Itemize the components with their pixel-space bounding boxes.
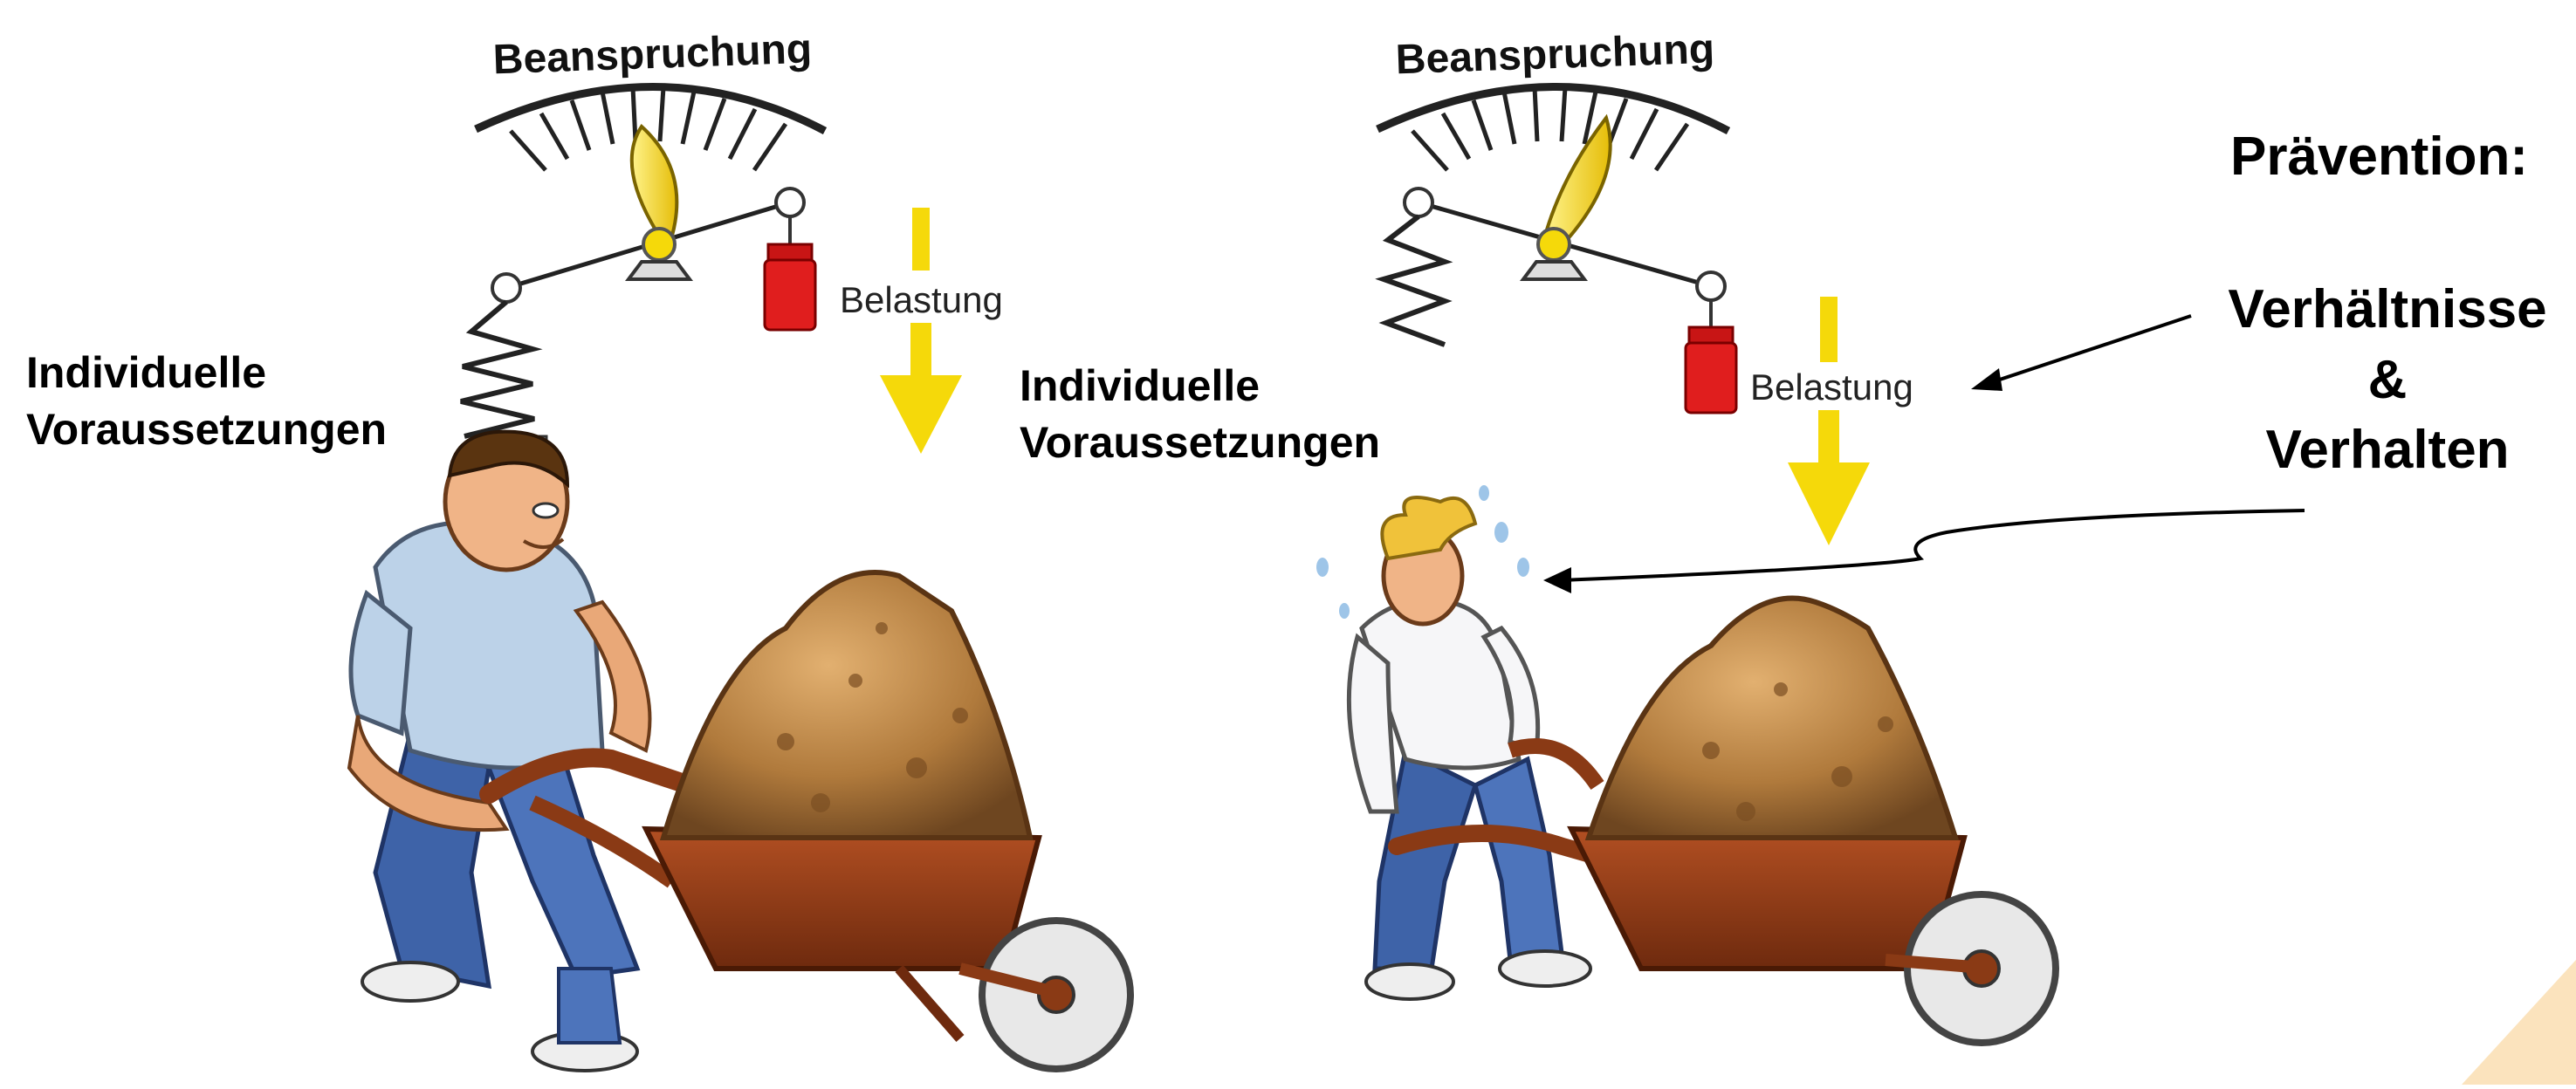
gauge-arc	[476, 86, 825, 131]
arrow-dash	[912, 208, 930, 271]
load-label-right: Belastung	[1750, 366, 1913, 408]
arrow-to-load	[1982, 316, 2191, 386]
person-label-left-line2: Voraussetzungen	[26, 401, 387, 458]
person-label-left-line1: Individuelle	[26, 345, 387, 401]
spring-icon	[1384, 216, 1445, 345]
gauge-right: Beanspruchung Belastung	[1377, 26, 1913, 545]
pivot-base	[629, 262, 690, 279]
soil-pile	[1589, 599, 1955, 838]
gauge-title-right: Beanspruchung	[1395, 26, 1715, 84]
prevention-line1: Verhältnisse	[2204, 275, 2571, 346]
weight-icon	[765, 260, 815, 330]
load-arrow-icon	[880, 375, 962, 454]
beam-end-right	[776, 188, 804, 216]
hair	[1382, 497, 1475, 558]
person-label-right-line1: Individuelle	[1020, 358, 1380, 414]
load-label-left: Belastung	[840, 279, 1003, 320]
gauge-left: Beanspruchung Belastung	[461, 26, 1003, 454]
weight-icon	[1686, 343, 1736, 413]
load-arrow-icon	[1788, 462, 1870, 545]
prevention-title: Prävention:	[2230, 122, 2562, 193]
needle-pivot	[643, 229, 675, 260]
prevention-line2: &	[2204, 346, 2571, 416]
arrow-to-worker	[1563, 510, 2305, 580]
prevention-block: Verhältnisse & Verhalten	[2204, 275, 2571, 486]
gauge-needle	[632, 127, 677, 236]
corner-decoration	[2462, 960, 2576, 1085]
annotation-arrows	[1543, 316, 2305, 593]
panel-left: Beanspruchung Belastung	[349, 26, 1130, 1071]
spring-icon	[461, 302, 534, 436]
shoe-icon	[362, 962, 458, 1001]
person-label-left: Individuelle Voraussetzungen	[26, 345, 387, 458]
beam-end-left	[492, 274, 520, 302]
soil-pile	[663, 572, 1030, 838]
barrow-tray	[646, 829, 1039, 969]
person-label-right: Individuelle Voraussetzungen	[1020, 358, 1380, 471]
gauge-needle	[1545, 118, 1611, 240]
person-label-right-line2: Voraussetzungen	[1020, 414, 1380, 471]
gauge-title-left: Beanspruchung	[492, 26, 813, 84]
prevention-line3: Verhalten	[2204, 415, 2571, 486]
